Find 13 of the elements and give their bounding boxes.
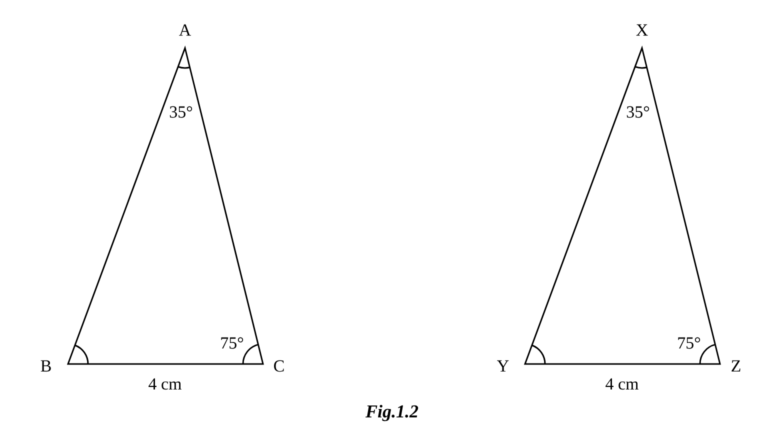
vertex-label: A	[179, 24, 192, 36]
angle-label: 35°	[626, 106, 650, 118]
vertex-label: C	[274, 360, 284, 372]
figure-caption: Fig.1.2	[365, 404, 418, 422]
vertex-label: B	[40, 360, 51, 372]
angle-label: 75°	[678, 337, 700, 349]
vertex-label: X	[636, 24, 648, 36]
side-length-label: 4 cm	[606, 378, 638, 390]
angle-label: 75°	[221, 337, 244, 349]
vertex-label: Z	[732, 360, 740, 372]
vertex-label: Y	[497, 360, 509, 372]
side-length-label: 4 cm	[148, 378, 182, 390]
angle-label: 35°	[170, 106, 192, 118]
